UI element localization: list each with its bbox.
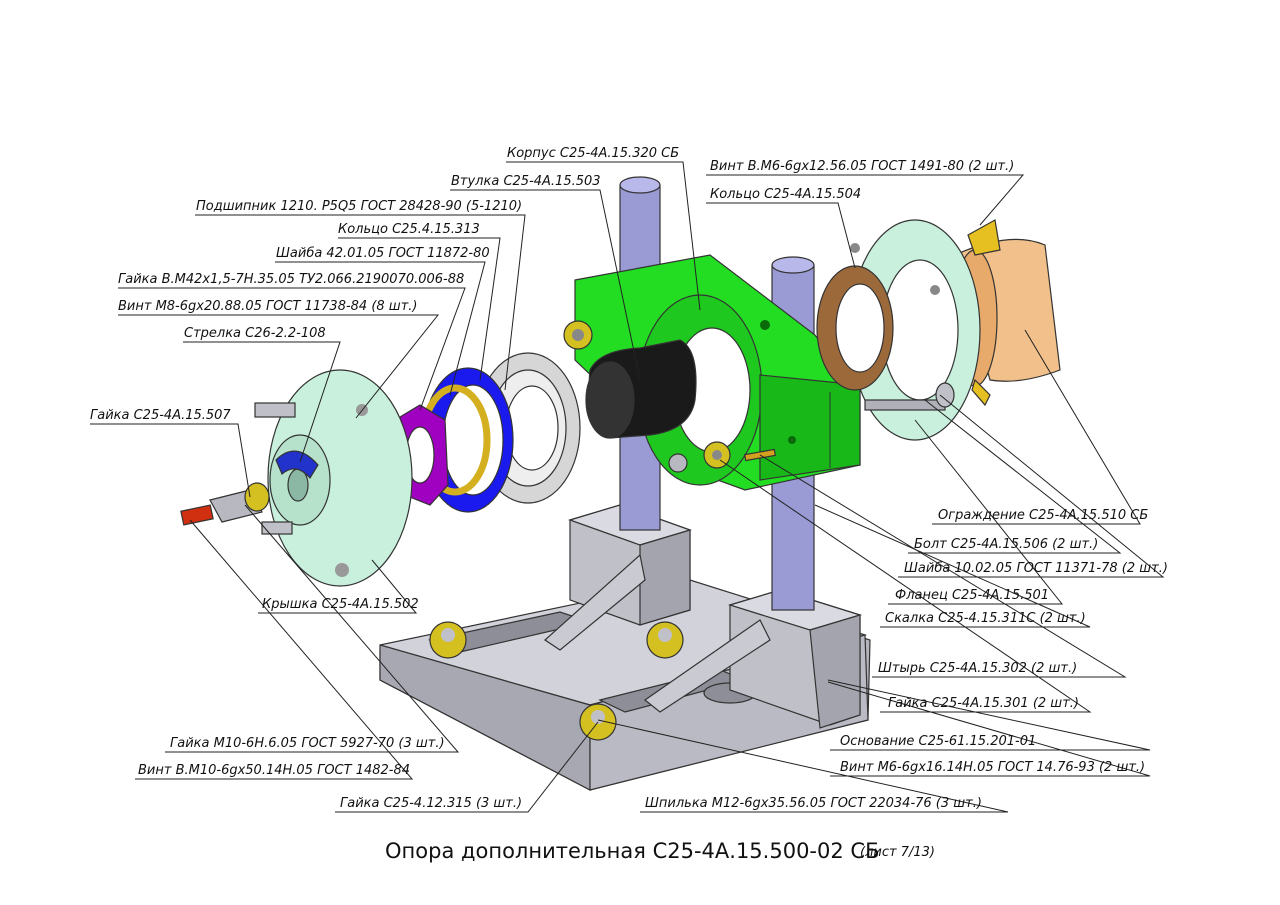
label-osnovanie: Основание С25-61.15.201-01: [840, 734, 1036, 749]
label-shaiba-42: Шайба 42.01.05 ГОСТ 11872-80: [276, 246, 490, 261]
label-vtulka: Втулка С25-4А.15.503: [451, 174, 601, 189]
bolt-long: [864, 382, 955, 411]
label-kolco-504: Кольцо С25-4А.15.504: [710, 187, 861, 202]
base-part: [379, 504, 871, 791]
label-korpus: Корпус С25-4А.15.320 СБ: [507, 146, 679, 161]
sheet-number: (лист 7/13): [860, 845, 935, 860]
label-vint-m6-12: Винт В.М6-6gх12.56.05 ГОСТ 1491-80 (2 шт…: [710, 159, 1014, 174]
label-podshipnik: Подшипник 1210. Р5Q5 ГОСТ 28428-90 (5-12…: [196, 199, 522, 214]
label-gaika-315: Гайка С25-4.12.315 (3 шт.): [340, 796, 522, 811]
label-vint-m10: Винт В.М10-6gх50.14Н.05 ГОСТ 1482-84: [138, 763, 410, 778]
sleeve-part: [585, 339, 697, 439]
label-kryshka: Крышка С25-4А.15.502: [262, 597, 419, 612]
housing-part: [574, 254, 861, 491]
label-bolt: Болт С25-4А.15.506 (2 шт.): [914, 537, 1098, 552]
label-shaiba-10: Шайба 10.02.05 ГОСТ 11371-78 (2 шт.): [904, 561, 1168, 576]
label-flanec: Фланец С25-4А.15.501: [895, 588, 1049, 603]
label-gaika-301: Гайка С25-4А.15.301 (2 шт.): [888, 696, 1079, 711]
screw-red-part: [180, 482, 270, 526]
label-shtyr: Штырь С25-4А.15.302 (2 шт.): [878, 661, 1077, 676]
label-strelka: Стрелка С26-2.2-108: [184, 326, 326, 341]
cover-part: [267, 369, 413, 587]
label-gaika-507: Гайка С25-4А.15.507: [90, 408, 231, 423]
label-shpilka: Шпилька М12-6gх35.56.05 ГОСТ 22034-76 (3…: [645, 796, 982, 811]
leader-lines: [90, 161, 1165, 813]
label-gaika-m10: Гайка М10-6Н.6.05 ГОСТ 5927-70 (3 шт.): [170, 736, 445, 751]
label-ograzhdenie: Ограждение С25-4А.15.510 СБ: [938, 508, 1148, 523]
label-vint-m8: Винт М8-6gх20.88.05 ГОСТ 11738-84 (8 шт.…: [118, 299, 417, 314]
label-kolco-313: Кольцо С25.4.15.313: [338, 222, 480, 237]
label-vint-m6-14: Винт М6-6gх16.14Н.05 ГОСТ 14.76-93 (2 шт…: [840, 760, 1145, 775]
ring-brown-part: [816, 265, 894, 391]
labels: Корпус С25-4А.15.320 СБ Втулка С25-4А.15…: [90, 146, 1168, 811]
label-gaika-m42: Гайка В.М42х1,5-7Н.35.05 ТУ2.066.2190070…: [118, 272, 464, 287]
label-skalka: Скалка С25-4.15.311С (2 шт.): [885, 611, 1086, 626]
drawing-title: Опора дополнительная С25-4А.15.500-02 СБ: [385, 839, 879, 863]
